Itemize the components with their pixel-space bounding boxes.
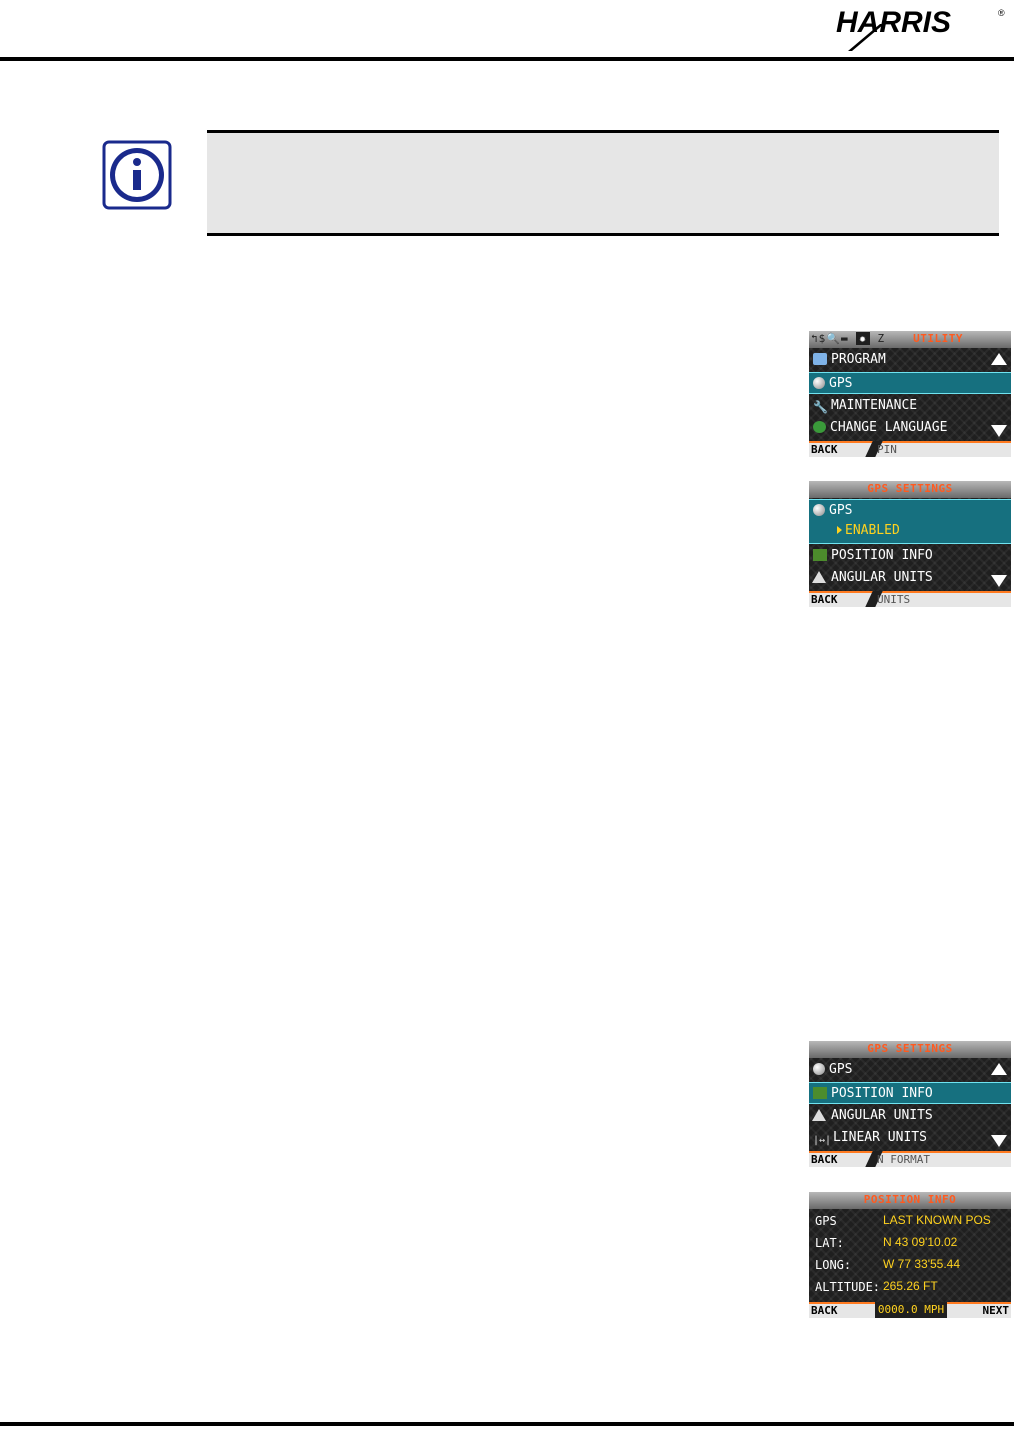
screen-title: GPS SETTINGS [867, 1042, 953, 1055]
lat-value: N 43 09'10.02 [883, 1235, 958, 1249]
screen-title: UTILITY [913, 332, 963, 345]
back-softkey[interactable]: BACK [811, 1153, 838, 1166]
back-softkey[interactable]: BACK [811, 1304, 838, 1317]
menu-item-angular-units[interactable]: ANGULAR UNITS [809, 1105, 1011, 1127]
gps-icon [813, 376, 825, 389]
tab-icons[interactable]: ↰$🔍▬ [811, 332, 849, 345]
logo-registered-mark: ® [998, 8, 1005, 18]
ruler-icon: |↔| [813, 1134, 832, 1146]
altitude-label: ALTITUDE: [815, 1280, 881, 1294]
menu-item-position-info[interactable]: POSITION INFO [809, 545, 1011, 567]
gps-label: GPS [815, 1214, 837, 1228]
softkey-bar: BACK UNITS [809, 591, 1011, 607]
utility-screen: ↰$🔍▬ ✹ Z UTILITY PROGRAM GPS 🔧MAINTENANC… [809, 331, 1011, 457]
logo-swoosh [848, 24, 884, 51]
menu-item-gps[interactable]: GPS [809, 372, 1011, 394]
back-softkey[interactable]: BACK [811, 593, 838, 606]
screen-title: GPS SETTINGS [867, 482, 953, 495]
map-icon [813, 548, 827, 561]
menu-item-program[interactable]: PROGRAM [809, 349, 1011, 371]
triangle-icon [812, 570, 826, 583]
triangle-icon [812, 1108, 826, 1121]
menu-item-change-language[interactable]: CHANGE LANGUAGE [809, 417, 1011, 439]
header-rule [0, 57, 1014, 61]
speed-readout: 0000.0 MPH [875, 1302, 947, 1318]
lat-label: LAT: [815, 1236, 844, 1250]
harris-logo: HARRIS ® [836, 6, 1005, 51]
softkey-bar: BACK 0000.0 MPH NEXT [809, 1302, 1011, 1318]
gps-value: ENABLED [837, 520, 900, 542]
gps-icon [813, 503, 825, 516]
menu-item-linear-units[interactable]: |↔|LINEAR UNITS [813, 1130, 927, 1146]
title-bar [809, 481, 1011, 498]
tab-utility-active[interactable]: ✹ [856, 332, 870, 345]
middle-softkey[interactable]: UNITS [877, 593, 911, 606]
scroll-down-arrow-icon[interactable] [991, 1135, 1007, 1147]
globe-icon [813, 420, 826, 433]
gps-value: LAST KNOWN POS [883, 1213, 991, 1227]
scroll-up-arrow-icon[interactable] [991, 1063, 1007, 1075]
position-info-screen: POSITION INFO GPS LAST KNOWN POS LAT: N … [809, 1192, 1011, 1318]
menu-item-gps[interactable]: GPS ENABLED [809, 499, 1011, 544]
next-softkey[interactable]: NEXT [982, 1304, 1010, 1317]
long-value: W 77 33'55.44 [883, 1257, 961, 1271]
caret-right-icon [837, 526, 842, 534]
scroll-up-arrow-icon[interactable] [991, 353, 1007, 365]
scroll-down-arrow-icon[interactable] [991, 425, 1007, 437]
title-bar [809, 1192, 1011, 1209]
info-icon [102, 140, 172, 210]
gps-icon [813, 1062, 825, 1075]
menu-item-maintenance[interactable]: 🔧MAINTENANCE [813, 398, 918, 414]
gps-settings-screen-a: GPS SETTINGS GPS ENABLED POSITION INFO A… [809, 481, 1011, 607]
screen-title: POSITION INFO [863, 1193, 957, 1206]
menu-item-angular-units[interactable]: ANGULAR UNITS [809, 567, 1011, 589]
softkey-bar: BACK PIN [809, 441, 1011, 457]
middle-softkey[interactable]: PIN [877, 443, 897, 456]
menu-item-position-info[interactable]: POSITION INFO [809, 1082, 1011, 1104]
back-softkey[interactable]: BACK [811, 443, 838, 456]
footer-rule [0, 1422, 1014, 1426]
menu-item-gps[interactable]: GPS [809, 1059, 1011, 1081]
menu-tabs[interactable]: ↰$🔍▬ ✹ Z [811, 332, 885, 345]
softkey-bar: BACK N FORMAT [809, 1151, 1011, 1167]
title-bar [809, 1041, 1011, 1058]
note-box [207, 130, 999, 236]
folder-icon [813, 352, 827, 365]
gps-settings-screen-b: GPS SETTINGS GPS POSITION INFO ANGULAR U… [809, 1041, 1011, 1167]
altitude-value: 265.26 FT [883, 1279, 938, 1293]
logo-text: HARRIS [836, 6, 951, 39]
scroll-down-arrow-icon[interactable] [991, 575, 1007, 587]
middle-softkey[interactable]: N FORMAT [877, 1153, 930, 1166]
tab-icon-z[interactable]: Z [877, 332, 886, 345]
wrench-icon: 🔧 [813, 399, 828, 414]
map-icon [813, 1086, 827, 1099]
long-label: LONG: [815, 1258, 852, 1272]
